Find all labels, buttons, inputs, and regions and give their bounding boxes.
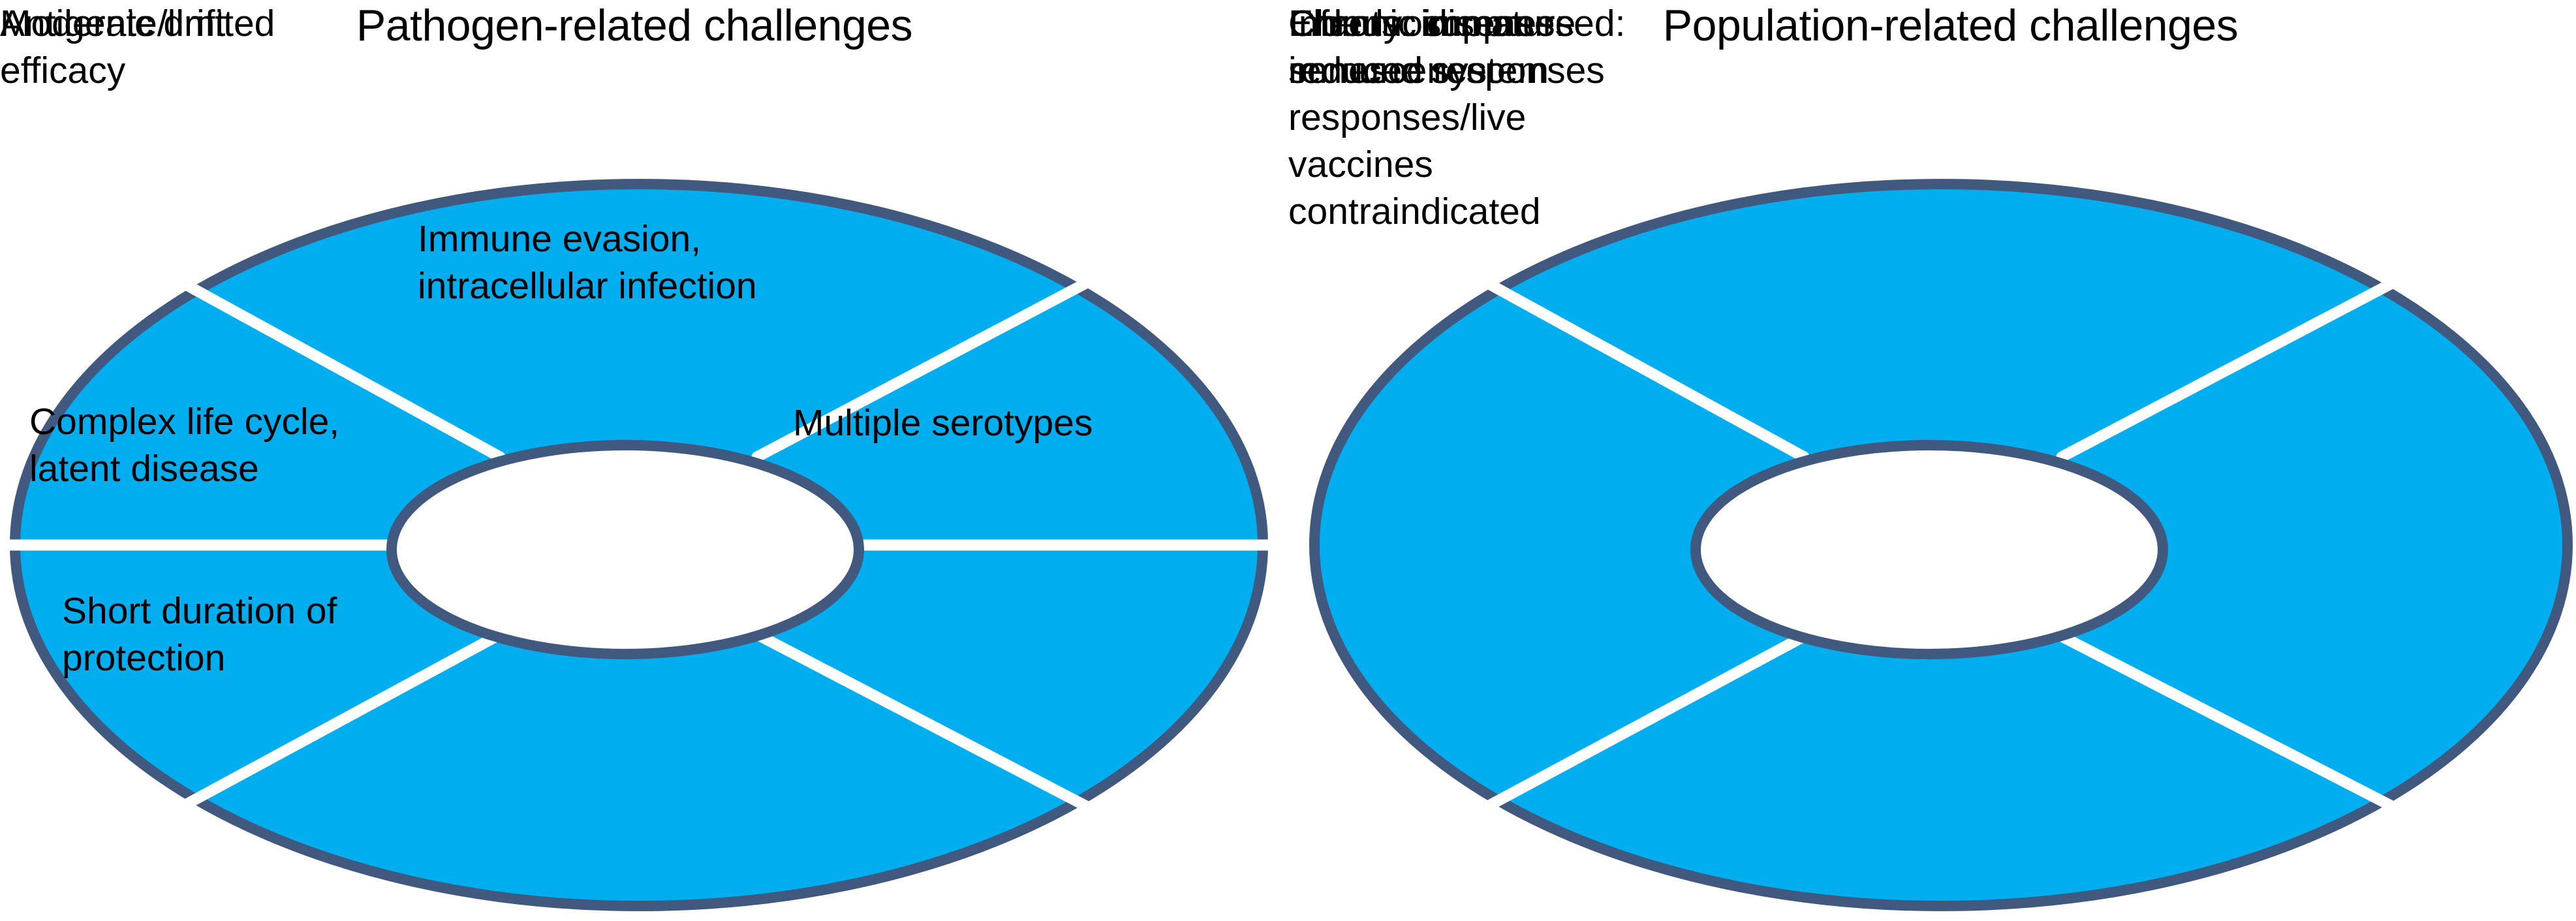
segment-label-infants: Infants: immature immune system (1288, 3, 1576, 91)
segment-dividers-population (1421, 244, 2461, 845)
segment-label-complex-life-cycle: Complex life cycle, latent disease (29, 401, 340, 490)
panel-pathogen-related-challenges: Pathogen-related challenges (0, 1, 1277, 911)
segment-label-chronic-disease: Chronic disease: reduced responses (1288, 3, 1605, 91)
segment-dividers-pathogen (3, 244, 1277, 845)
panel-population-related-challenges: Population-related challenges Elderly: i… (1288, 0, 2576, 921)
segment-label-moderate-efficacy: Moderate/limited efficacy (0, 3, 275, 91)
page-title-population: Population-related challenges (1662, 1, 2239, 50)
segment-label-short-duration: Short duration of protection (62, 590, 337, 679)
segment-label-elderly: Elderly: immune senescence (1288, 3, 1555, 91)
segment-label-immunosuppressed: Immunosuppressed: reduced responses/live… (1288, 3, 1626, 232)
outer-ring-population (1309, 179, 2573, 911)
segment-label-immune-evasion: Immune evasion, intracellular infection (418, 218, 757, 307)
page-title-pathogen: Pathogen-related challenges (356, 1, 913, 50)
center-hub-population (1690, 440, 2168, 659)
segment-label-multiple-serotypes: Multiple serotypes (793, 402, 1093, 444)
segment-label-antigenic-drift: Antigenic drift (0, 3, 226, 44)
